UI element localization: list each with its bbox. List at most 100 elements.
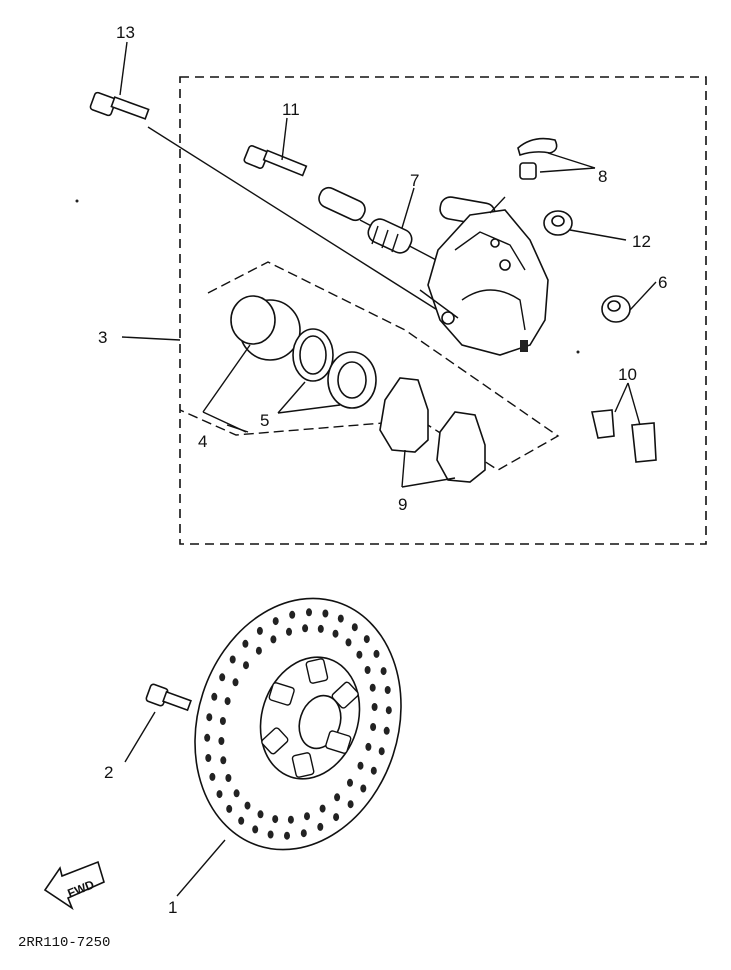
disc-hole	[219, 717, 226, 725]
fwd-arrow: FWD	[43, 860, 105, 911]
disc-hole	[257, 810, 264, 819]
disc-hole	[363, 635, 370, 644]
disc-hole	[370, 723, 377, 731]
label-9: 9	[398, 495, 407, 514]
bleed-screw-8	[517, 137, 558, 180]
disc-hole	[238, 816, 245, 825]
disc-hole	[380, 667, 387, 676]
label-11: 11	[282, 100, 300, 119]
disc-hole	[300, 829, 307, 838]
disc-carrier-slot	[291, 752, 315, 778]
disc-hole	[229, 655, 236, 664]
disc-hole	[357, 761, 364, 770]
cap-6	[601, 295, 631, 323]
disc-hole	[384, 686, 391, 694]
disc-hole	[317, 822, 324, 831]
disc-carrier-slot	[305, 658, 329, 684]
disc-hole	[373, 649, 380, 658]
label-5: 5	[260, 411, 269, 430]
label-3: 3	[98, 328, 107, 347]
label-8: 8	[598, 167, 607, 186]
disc-hole	[270, 635, 277, 644]
caliper-assembly-box	[179, 76, 707, 545]
disc-hole	[256, 626, 263, 635]
disc-hole	[337, 614, 344, 623]
disc-hole	[371, 703, 378, 711]
disc-hole	[317, 624, 324, 633]
label-6: 6	[658, 273, 667, 292]
disc-hole	[306, 608, 312, 617]
disc-carrier-slot	[261, 727, 289, 755]
caliper-body	[427, 196, 549, 356]
cap-12	[543, 210, 573, 236]
disc-hole	[244, 801, 251, 810]
disc-hole	[218, 737, 225, 745]
disc-hole	[226, 804, 233, 813]
disc-hole	[289, 610, 296, 619]
bolt-13	[89, 91, 451, 319]
pad-clips-10	[591, 409, 657, 463]
disc-hole	[365, 742, 372, 751]
disc-hole	[243, 661, 249, 670]
disc-hole	[284, 831, 290, 840]
disc-hole	[224, 697, 231, 706]
disc-hole	[287, 815, 294, 824]
disc-hole	[370, 766, 377, 775]
disc-hole	[378, 747, 385, 756]
brake-disc-1	[194, 597, 402, 851]
disc-hole	[347, 800, 354, 809]
disc-hole	[334, 793, 341, 802]
disc-hole	[225, 774, 232, 782]
disc-hole	[219, 673, 226, 682]
disc-hole	[233, 789, 240, 798]
label-1: 1	[168, 898, 177, 917]
diagram-code: 2RR110-7250	[18, 935, 110, 951]
label-7: 7	[410, 171, 419, 190]
disc-hole	[302, 624, 309, 633]
disc-carrier-slot	[268, 682, 295, 706]
disc-hole	[232, 678, 239, 687]
disc-hole	[211, 692, 218, 701]
disc-hole	[272, 815, 279, 824]
disc-hole	[255, 646, 262, 655]
disc-hole	[209, 772, 216, 781]
disc-hole	[205, 754, 212, 762]
disc-carrier-slot	[325, 730, 352, 754]
disc-hole	[272, 617, 279, 626]
disc-hole	[204, 733, 211, 742]
disc-hole	[252, 825, 259, 834]
bolt-11	[243, 145, 308, 177]
boot-7	[367, 218, 413, 254]
disc-hole	[304, 812, 310, 821]
label-10: 10	[618, 365, 637, 384]
leader-lines	[119, 41, 657, 897]
disc-hole	[267, 830, 274, 839]
disc-hole	[286, 627, 292, 636]
disc-hole	[332, 629, 339, 638]
seals-5	[292, 328, 377, 409]
disc-hole	[364, 666, 371, 674]
disc-hole	[345, 638, 352, 647]
label-13: 13	[116, 23, 135, 42]
disc-hole	[385, 706, 392, 715]
pad-group-outline	[179, 261, 560, 471]
disc-hole	[383, 726, 390, 735]
disc-hole	[351, 623, 358, 632]
disc-hole	[369, 683, 376, 692]
disc-hole	[216, 790, 223, 799]
label-12: 12	[632, 232, 651, 251]
disc-hole	[319, 804, 326, 813]
disc-hole	[360, 784, 367, 793]
pads-9	[379, 377, 486, 483]
disc-hole	[333, 813, 340, 822]
disc-hole	[220, 756, 227, 765]
label-4: 4	[198, 432, 207, 451]
disc-carrier-slot	[331, 681, 359, 709]
disc-hole	[242, 639, 249, 648]
disc-bolt-2	[145, 683, 192, 712]
label-2: 2	[104, 763, 113, 782]
disc-hole	[347, 778, 353, 787]
disc-hole	[322, 609, 329, 618]
disc-hole	[206, 713, 213, 722]
